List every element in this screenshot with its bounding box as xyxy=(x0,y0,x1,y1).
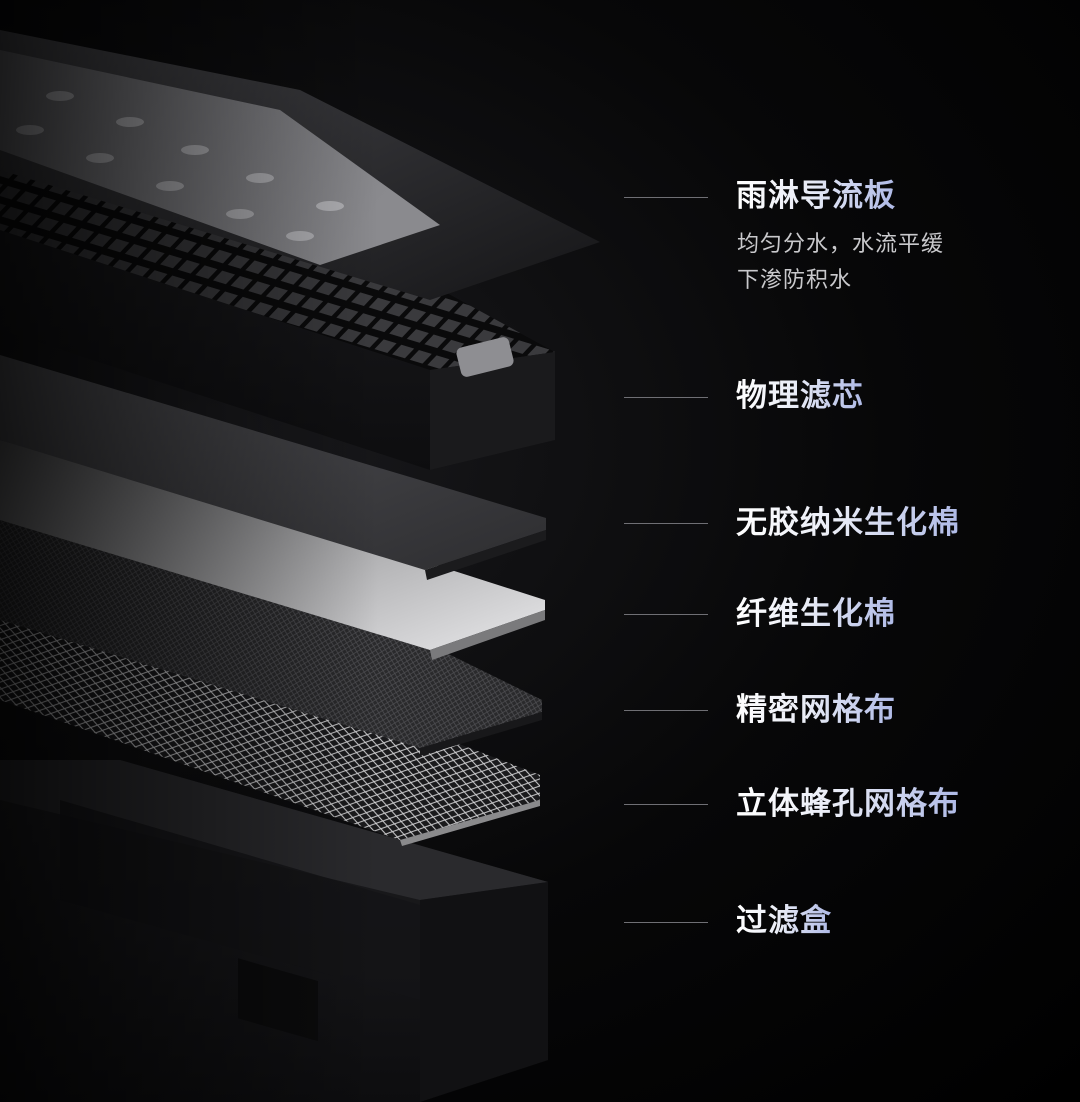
callout-line-physical-filter xyxy=(624,397,708,398)
label-honeycomb-mesh: 立体蜂孔网格布 xyxy=(736,786,960,822)
callout-line-honeycomb-mesh xyxy=(624,804,708,805)
desc-rain-diffuser-line-1: 均匀分水，水流平缓 xyxy=(737,232,945,257)
callout-line-glue-free-nano-cotton xyxy=(624,523,708,524)
callout-line-precision-mesh xyxy=(624,710,708,711)
label-filter-box: 过滤盒 xyxy=(736,903,832,939)
label-precision-mesh: 精密网格布 xyxy=(736,692,896,728)
label-physical-filter: 物理滤芯 xyxy=(736,378,864,414)
desc-rain-diffuser-line-2: 下渗防积水 xyxy=(737,268,853,293)
callout-line-rain-diffuser xyxy=(624,197,708,198)
callout-line-filter-box xyxy=(624,922,708,923)
label-fiber-bio-cotton: 纤维生化棉 xyxy=(736,596,896,632)
callout-line-fiber-bio-cotton xyxy=(624,614,708,615)
label-glue-free-nano-cotton: 无胶纳米生化棉 xyxy=(736,505,960,541)
label-rain-diffuser: 雨淋导流板 xyxy=(736,178,896,214)
